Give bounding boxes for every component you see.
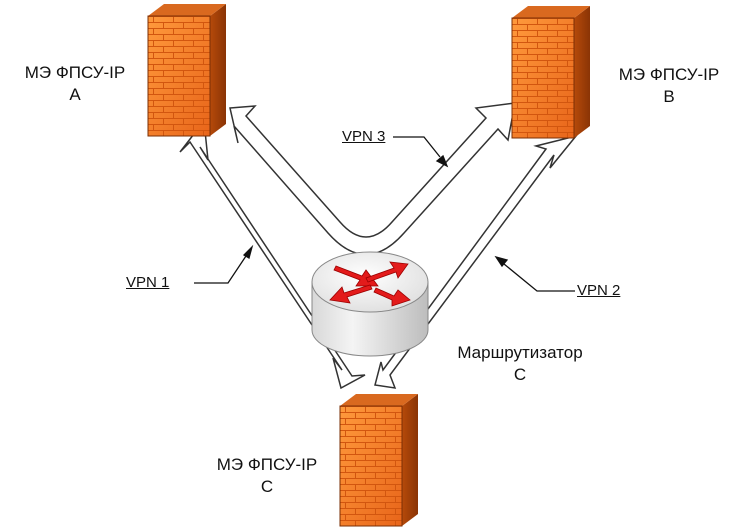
firewall-c-label-line1: МЭ ФПСУ-IP bbox=[216, 455, 318, 474]
vpn3-leader bbox=[393, 136, 441, 158]
router-icon bbox=[311, 251, 429, 357]
firewall-b-label: МЭ ФПСУ-IP В bbox=[602, 64, 736, 108]
router-label: Маршрутизатор С bbox=[440, 342, 600, 386]
firewall-b-label-line1: МЭ ФПСУ-IP bbox=[618, 65, 720, 84]
callout-lines bbox=[194, 136, 575, 292]
vpn1-arrow bbox=[179, 119, 366, 390]
firewall-c-label: МЭ ФПСУ-IP С bbox=[200, 454, 334, 498]
firewall-a-icon bbox=[147, 3, 227, 137]
vpn1-leader bbox=[194, 255, 247, 284]
vpn3-label: VPN 3 bbox=[342, 128, 386, 145]
vpn1-label: VPN 1 bbox=[126, 274, 170, 291]
vpn2-leader bbox=[503, 263, 575, 292]
router-label-line1: Маршрутизатор bbox=[457, 343, 583, 362]
firewall-b-icon bbox=[511, 5, 591, 139]
firewall-b-label-line2: В bbox=[663, 87, 675, 106]
firewall-c-icon bbox=[339, 393, 419, 527]
firewall-a-label-line1: МЭ ФПСУ-IP bbox=[24, 63, 126, 82]
vpn2-leader-tip bbox=[494, 255, 509, 268]
router-label-line2: С bbox=[513, 365, 527, 384]
vpn3-leader-tip bbox=[435, 154, 449, 168]
firewall-a-label: МЭ ФПСУ-IP А bbox=[8, 62, 142, 106]
vpn3-arrow bbox=[229, 102, 516, 256]
vpn1-leader-tip bbox=[242, 244, 254, 259]
firewall-a-label-line2: А bbox=[69, 85, 81, 104]
firewall-c-label-line2: С bbox=[260, 477, 274, 496]
vpn2-label: VPN 2 bbox=[577, 282, 621, 299]
